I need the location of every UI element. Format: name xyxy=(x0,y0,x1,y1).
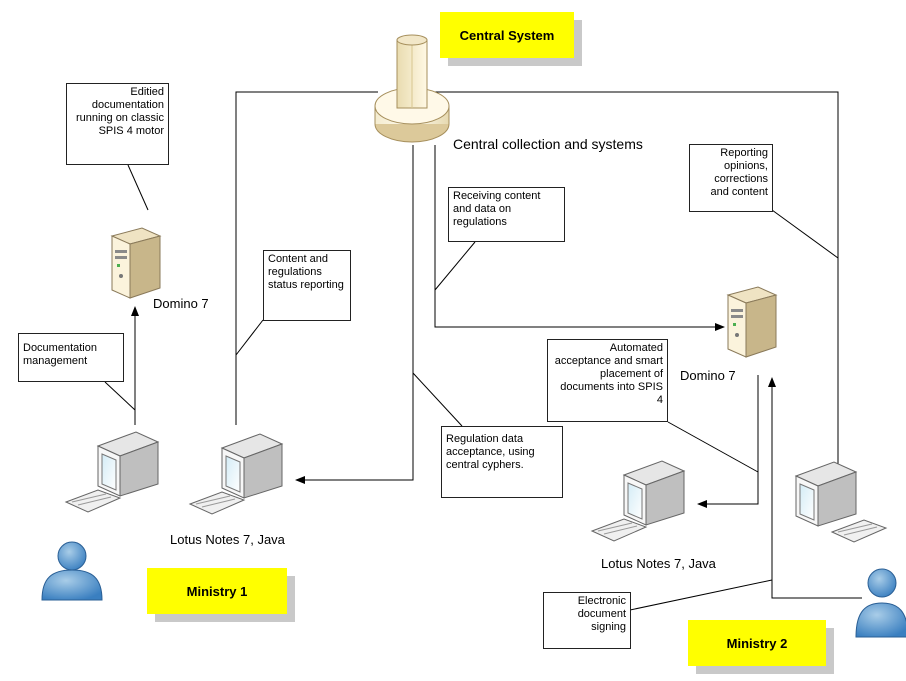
tag-central-system: Central System xyxy=(440,12,574,58)
workstation-computer-icon xyxy=(590,460,686,542)
note-edited-docs: Editied documentation running on classic… xyxy=(66,83,169,165)
callout-signing xyxy=(629,579,773,611)
user-person-icon xyxy=(41,541,103,601)
connector-user-to-domino xyxy=(768,377,862,599)
label-lotus-left: Lotus Notes 7, Java xyxy=(170,532,285,547)
connector-central-to-lotus-left xyxy=(295,145,414,484)
note-reporting-opinions: Reporting opinions, corrections and cont… xyxy=(689,144,773,212)
note-doc-management: Documentation management xyxy=(18,333,124,382)
connector-domino-to-lotus-right xyxy=(697,375,759,508)
label-lotus-right: Lotus Notes 7, Java xyxy=(601,556,716,571)
user-person-icon xyxy=(855,568,906,638)
callout-edited-docs xyxy=(127,164,149,211)
callout-reporting-opinions xyxy=(771,209,839,259)
label-central-collection: Central collection and systems xyxy=(453,136,643,152)
database-cylinder-icon xyxy=(374,34,450,143)
server-tower-icon xyxy=(726,286,778,358)
callout-doc-management xyxy=(104,381,136,411)
note-regulation-acceptance: Regulation data acceptance, using centra… xyxy=(441,426,563,498)
callout-automated xyxy=(667,421,759,473)
workstation-computer-icon xyxy=(188,433,284,515)
label-domino-left: Domino 7 xyxy=(153,296,209,311)
callout-receiving xyxy=(434,241,476,291)
tag-ministry-2: Ministry 2 xyxy=(688,620,826,666)
connector-central-to-left-loop xyxy=(235,91,378,425)
label-domino-right: Domino 7 xyxy=(680,368,736,383)
connector-central-to-right-loop xyxy=(432,91,839,466)
callout-status-reporting xyxy=(235,319,264,356)
workstation-computer-icon xyxy=(794,461,888,543)
note-status-reporting: Content and regulations status reporting xyxy=(263,250,351,321)
note-automated: Automated acceptance and smart placement… xyxy=(547,339,668,422)
connector-central-to-domino-right xyxy=(434,145,725,331)
workstation-computer-icon xyxy=(64,431,160,513)
server-tower-icon xyxy=(110,227,162,299)
callout-regulation-acceptance xyxy=(412,372,463,427)
connectors xyxy=(104,91,862,611)
note-receiving: Receiving content and data on regulation… xyxy=(448,187,565,242)
note-signing: Electronic document signing xyxy=(543,592,631,649)
tag-ministry-1: Ministry 1 xyxy=(147,568,287,614)
